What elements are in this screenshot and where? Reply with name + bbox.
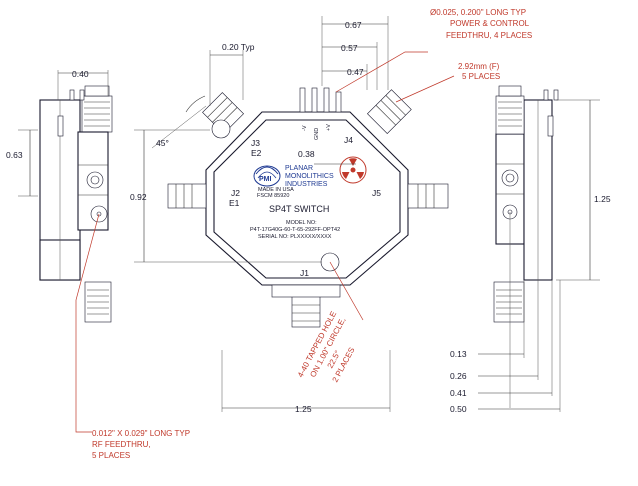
radiation-symbol-icon bbox=[339, 156, 367, 184]
note-feedthru-power-1: Ø0.025, 0.200" LONG TYP bbox=[430, 8, 526, 17]
right-top-connector bbox=[495, 95, 525, 135]
dim-right-041: 0.41 bbox=[450, 388, 467, 398]
left-side-view: 0.40 0.63 0.012" X 0.029" LONG TYP RF FE… bbox=[6, 69, 190, 460]
pin-minus-v: -V bbox=[302, 125, 308, 131]
serial-number: SERIAL NO: PLXXXXX/XXXX bbox=[258, 234, 332, 240]
dim-angle-45: 45° bbox=[156, 138, 169, 148]
made-in-usa: MADE IN USA bbox=[258, 187, 294, 193]
svg-text:PMI: PMI bbox=[259, 176, 272, 183]
connector-j2 bbox=[167, 183, 207, 209]
note-connector-1: 2.92mm (F) bbox=[458, 62, 500, 71]
company-line-3: INDUSTRIES bbox=[285, 181, 328, 188]
dim-057: 0.57 bbox=[341, 43, 358, 53]
model-label: MODEL NO: bbox=[286, 220, 317, 226]
right-side-view: 1.25 0.13 0.26 0.41 0.50 bbox=[450, 85, 611, 414]
dim-020-typ: 0.20 Typ bbox=[222, 42, 255, 52]
power-feedthru-pins bbox=[299, 87, 342, 113]
port-e2: E2 bbox=[251, 148, 262, 158]
port-j3: J3 bbox=[251, 138, 260, 148]
connector-j5 bbox=[407, 183, 449, 209]
connector-j4 bbox=[367, 89, 412, 134]
company-line-2: MONOLITHICS bbox=[285, 173, 334, 180]
dim-right-026: 0.26 bbox=[450, 371, 467, 381]
fscm-code: FSCM 85920 bbox=[257, 193, 289, 199]
note-connector-2: 5 PLACES bbox=[462, 72, 500, 81]
note-rf-feedthru-2: RF FEEDTHRU, bbox=[92, 440, 151, 449]
note-feedthru-power-3: FEEDTHRU, 4 PLACES bbox=[446, 31, 532, 40]
model-number: P4T-17G40G-60-T-65-292FF-OPT42 bbox=[250, 227, 340, 233]
note-rf-feedthru-1: 0.012" X 0.029" LONG TYP bbox=[92, 429, 190, 438]
dim-bottom-125: 1.25 bbox=[295, 404, 312, 414]
mounting-hole-top bbox=[211, 119, 231, 139]
dim-right-125: 1.25 bbox=[594, 194, 611, 204]
port-j5: J5 bbox=[372, 188, 381, 198]
note-rf-feedthru-3: 5 PLACES bbox=[92, 451, 130, 460]
pmi-logo-icon: PMI bbox=[253, 165, 281, 187]
pin-gnd: GND bbox=[314, 128, 320, 140]
dim-left-height: 0.63 bbox=[6, 150, 23, 160]
port-j4: J4 bbox=[344, 135, 353, 145]
port-j1: J1 bbox=[300, 268, 309, 278]
dim-047: 0.47 bbox=[347, 67, 364, 77]
company-line-1: PLANAR bbox=[285, 165, 313, 172]
note-feedthru-power-2: POWER & CONTROL bbox=[450, 19, 530, 28]
dim-038: 0.38 bbox=[298, 149, 315, 159]
port-j2: J2 bbox=[231, 188, 240, 198]
dim-left-width: 0.40 bbox=[72, 69, 89, 79]
product-title: SP4T SWITCH bbox=[269, 204, 329, 214]
port-e1: E1 bbox=[229, 198, 240, 208]
dim-067: 0.67 bbox=[345, 20, 362, 30]
dim-right-013: 0.13 bbox=[450, 349, 467, 359]
pin-plus-v: +V bbox=[326, 124, 332, 131]
dim-right-050: 0.50 bbox=[450, 404, 467, 414]
top-view: J3 E2 J4 J2 E1 J5 J1 -V GND +V PMI MADE … bbox=[130, 8, 532, 414]
dim-092: 0.92 bbox=[130, 192, 147, 202]
